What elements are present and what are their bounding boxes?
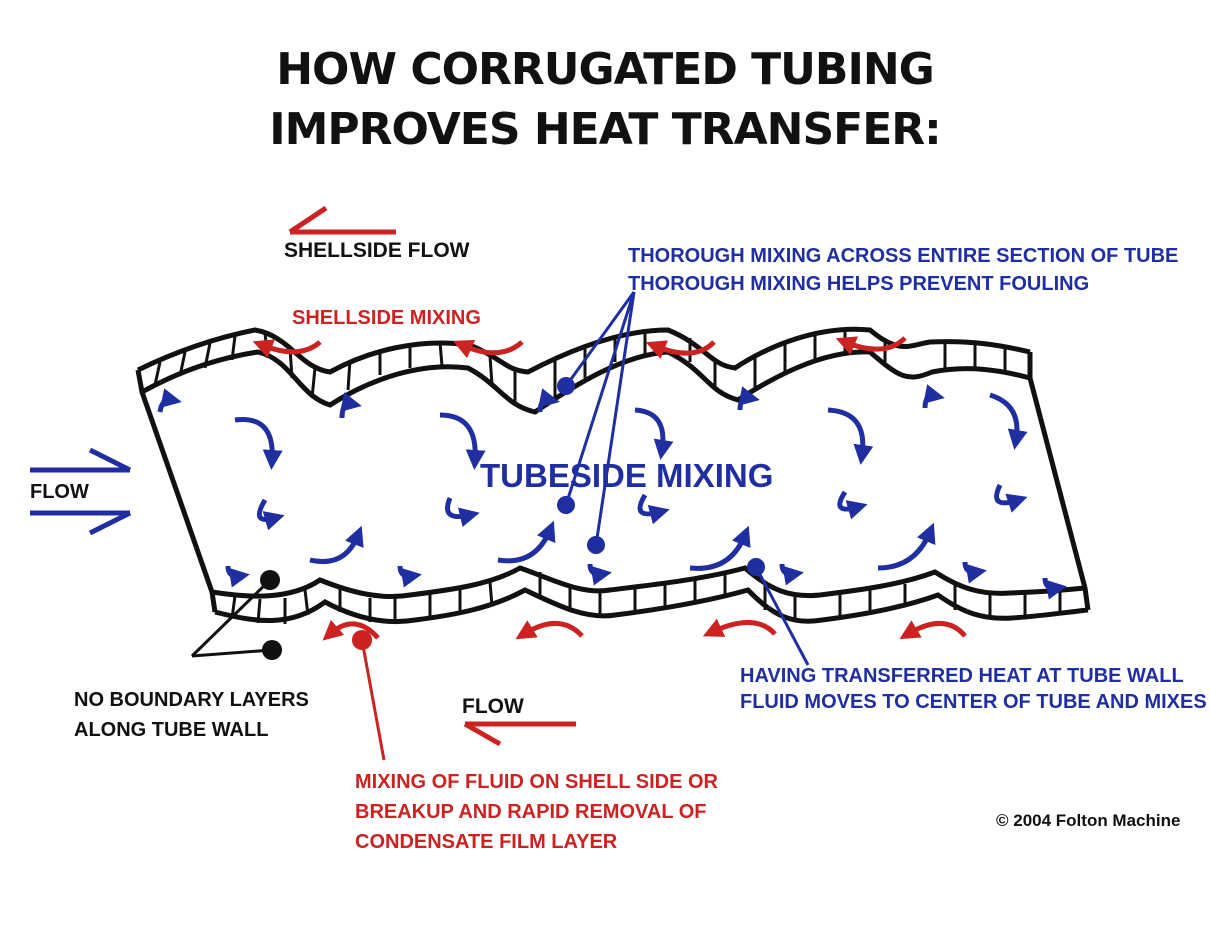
bottom-flow-arrow (463, 721, 576, 747)
tubeside-mixing-arrow (234, 417, 283, 470)
shellside-mixing-arrow (899, 620, 967, 640)
title-line-1: HOW CORRUGATED TUBING (276, 44, 935, 95)
tubeside-mixing-arrow (989, 392, 1028, 450)
shell-mix-label-2: BREAKUP AND RAPID REMOVAL OF (355, 801, 707, 823)
shellside-mixing-arrow (835, 336, 907, 355)
copyright-label: © 2004 Folton Machine (996, 811, 1181, 830)
tubeside-mixing-arrow (962, 561, 987, 584)
diagram-title: HOW CORRUGATED TUBING IMPROVES HEAT TRAN… (0, 40, 1210, 160)
shellside-flow-arrow (288, 205, 396, 235)
tubeside-mixing-arrow (445, 497, 480, 528)
shellside-mixing-arrow (252, 339, 322, 358)
shellside-mixing-arrow (515, 620, 584, 640)
tubeside-mixing-arrow (1042, 577, 1067, 600)
tubeside-mixing-arrow (737, 386, 760, 411)
shell-mix-label-3: CONDENSATE FILM LAYER (355, 831, 618, 853)
tubeside-mixing-arrow (587, 563, 612, 586)
tubeside-mixing-arrow (537, 388, 560, 413)
tube-flow-arrows (30, 447, 132, 536)
heat-transfer-label-2: FLUID MOVES TO CENTER OF TUBE AND MIXES … (740, 691, 1210, 713)
tubeside-mixing-arrow (779, 563, 804, 586)
tubeside-mixing-arrow (689, 525, 751, 571)
boundary-leader-line (191, 648, 273, 658)
lower-wall-inner (211, 565, 1086, 600)
boundary-point-dot (260, 570, 280, 590)
shell-mix-label-1: MIXING OF FLUID ON SHELL SIDE OR (355, 771, 718, 793)
tubeside-mixing-arrow (157, 388, 182, 413)
mixing-point-dot (557, 377, 575, 395)
lower-wall-outer (214, 587, 1089, 625)
shell-mix-point-dot (352, 630, 372, 650)
tubeside-mixing-arrow (827, 407, 874, 465)
lower-wall-hatch (230, 572, 1062, 624)
boundary-leader-line (190, 578, 272, 658)
mixing-point-dot (557, 496, 575, 514)
mixing-point-dot (587, 536, 605, 554)
flow-left-label: FLOW (30, 481, 89, 503)
tubeside-mixing-arrow (497, 520, 556, 564)
tube-left-end (135, 369, 218, 613)
tubeside-mixing-arrow (922, 384, 945, 409)
heat-point-dot (747, 558, 765, 576)
heat-leader-line (754, 566, 810, 666)
shellside-mixing-label: SHELLSIDE MIXING (292, 307, 481, 329)
shellside-mixing-arrow (645, 340, 716, 359)
no-boundary-label-1: NO BOUNDARY LAYERS (74, 689, 309, 711)
tubeside-mixing-arrow (877, 522, 936, 571)
tubeside-mixing-arrow (637, 493, 670, 525)
thorough-mixing-label-2: THOROUGH MIXING HELPS PREVENT FOULING (628, 273, 1090, 295)
flow-bottom-label: FLOW (462, 695, 524, 718)
tubeside-mixing-label: TUBESIDE MIXING (480, 457, 774, 494)
tubeside-mixing-arrow (256, 498, 285, 531)
shellside-flow-label: SHELLSIDE FLOW (284, 239, 470, 262)
mixing-leader-line (594, 291, 636, 546)
shellside-mixing-arrow (702, 618, 777, 637)
shellside-mixing-arrow (452, 339, 524, 359)
tubeside-mixing-arrow (339, 392, 362, 419)
heat-transfer-label-1: HAVING TRANSFERRED HEAT AT TUBE WALL (740, 665, 1184, 687)
tubeside-mixing-arrow (309, 525, 364, 565)
tubeside-mixing-arrow (225, 565, 250, 588)
title-line-2: IMPROVES HEAT TRANSFER: (269, 104, 942, 155)
thorough-mixing-label-1: THOROUGH MIXING ACROSS ENTIRE SECTION OF… (628, 245, 1179, 267)
no-boundary-label-2: ALONG TUBE WALL (74, 719, 269, 741)
boundary-point-dot (262, 640, 282, 660)
mixing-leader-line (564, 291, 636, 506)
tubeside-mixing-arrow (994, 483, 1028, 513)
tubeside-mixing-arrow (439, 412, 486, 470)
mixing-leader-line (564, 291, 636, 387)
tubeside-mixing-arrow (397, 565, 422, 588)
tubeside-mixing-arrow (837, 490, 868, 520)
tubeside-mixing-arrow (634, 407, 674, 460)
shell-mix-leader-line (360, 639, 386, 761)
shellside-mixing-arrow (322, 619, 380, 641)
tube-right-end (1027, 352, 1091, 611)
